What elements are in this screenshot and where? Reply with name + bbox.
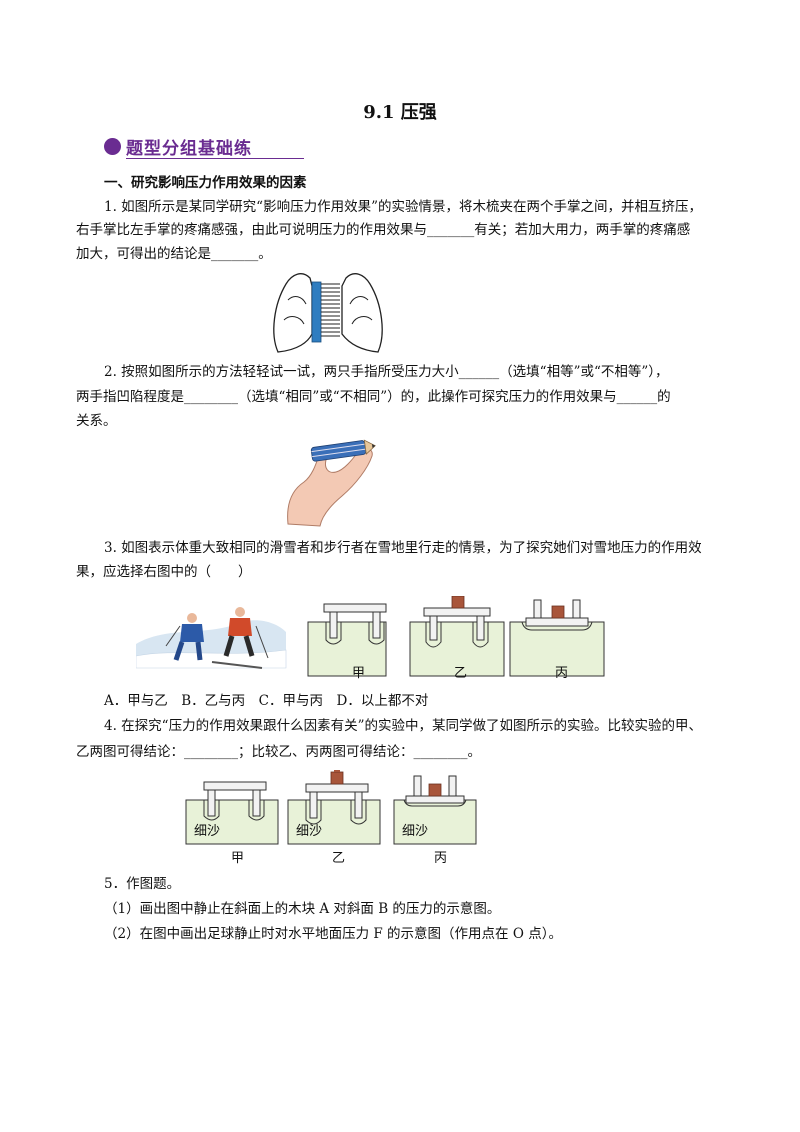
bullet-dot-icon xyxy=(104,138,121,155)
pencil-fingers-figure xyxy=(287,439,376,527)
q4-sand-label-bing: 细沙 xyxy=(402,824,429,839)
q4-box-bing xyxy=(393,775,477,845)
section-badge: 题型分组基础练 xyxy=(104,134,304,160)
q3-text-line1: 3. 如图表示体重大致相同的滑雪者和步行者在雪地里行走的情景，为了探究她们对雪地… xyxy=(104,540,702,556)
badge-underline xyxy=(126,158,304,159)
q2-text-line1: 2. 按照如图所示的方法轻轻试一试，两只手指所受压力大小______（选填“相等… xyxy=(104,364,669,380)
q1-text-line3: 加大，可得出的结论是_______。 xyxy=(76,246,272,262)
q4-sand-label-jia: 细沙 xyxy=(194,824,221,839)
q5-text-line2: （1）画出图中静止在斜面上的木块 A 对斜面 B 的压力的示意图。 xyxy=(104,901,501,917)
page-title: 9.1 压强 xyxy=(363,102,437,123)
q3-box-bing xyxy=(509,599,605,677)
section-heading: 一、研究影响压力作用效果的因素 xyxy=(104,175,307,191)
q3-label-bing: 丙 xyxy=(555,666,569,681)
q4-text-line1: 4. 在探究“压力的作用效果跟什么因素有关”的实验中，某同学做了如图所示的实验。… xyxy=(104,718,702,734)
q5-text-line1: 5．作图题。 xyxy=(104,876,181,892)
q4-figure-row xyxy=(185,770,477,845)
q4-label-yi: 乙 xyxy=(332,851,346,866)
q5-text-line3: （2）在图中画出足球静止时对水平地面压力 F 的示意图（作用点在 O 点）。 xyxy=(104,926,562,942)
q4-label-bing: 丙 xyxy=(434,851,448,866)
q3-box-yi xyxy=(409,596,505,677)
q4-box-jia xyxy=(185,781,279,845)
q1-text-line1: 1. 如图所示是某同学研究“影响压力作用效果”的实验情景，将木梳夹在两个手掌之间… xyxy=(104,199,702,215)
q3-figure-row xyxy=(136,596,605,677)
q3-options: A．甲与乙 B．乙与丙 C．甲与丙 D．以上都不对 xyxy=(104,693,429,709)
q2-text-line3: 关系。 xyxy=(76,413,117,429)
q3-label-yi: 乙 xyxy=(454,666,468,681)
q4-box-yi xyxy=(287,770,381,845)
q2-text-line2: 两手指凹陷程度是________（选填“相同”或“不相同”）的，此操作可探究压力… xyxy=(76,389,671,405)
q4-sand-label-yi: 细沙 xyxy=(296,824,323,839)
section-badge-label: 题型分组基础练 xyxy=(126,139,252,159)
q1-text-line2: 右手掌比左手掌的疼痛感强，由此可说明压力的作用效果与_______有关；若加大用… xyxy=(76,222,691,238)
skiers-scene xyxy=(136,607,287,669)
q3-box-jia xyxy=(307,603,387,677)
q4-label-jia: 甲 xyxy=(231,851,245,866)
q4-text-line2: 乙两图可得结论：________；比较乙、丙两图可得结论：________。 xyxy=(76,744,481,760)
hands-comb-figure xyxy=(273,273,383,353)
q3-label-jia: 甲 xyxy=(352,666,366,681)
q3-text-line2: 果，应选择右图中的（ ） xyxy=(76,564,252,580)
